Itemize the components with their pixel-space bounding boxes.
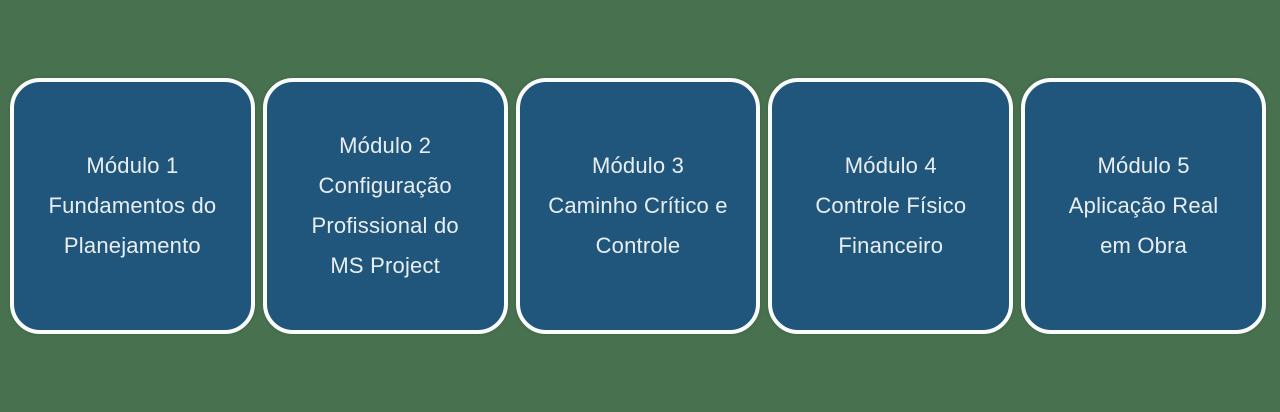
module-1-subtitle: Fundamentos do Planejamento	[48, 193, 217, 258]
module-card-4: Módulo 4 Controle Físico Financeiro	[768, 78, 1014, 334]
module-5-title: Módulo 5	[1097, 153, 1190, 178]
module-card-5: Módulo 5 Aplicação Real em Obra	[1021, 78, 1266, 334]
module-3-title: Módulo 3	[591, 153, 685, 178]
module-4-title: Módulo 4	[844, 153, 937, 178]
module-5-subtitle: Aplicação Real em Obra	[1068, 193, 1219, 258]
module-card-1: Módulo 1 Fundamentos do Planejamento	[10, 78, 255, 334]
module-3-subtitle: Caminho Crítico e Controle	[548, 193, 728, 258]
module-2-subtitle: Configuração Profissional do MS Project	[311, 173, 459, 278]
module-1-title: Módulo 1	[86, 153, 179, 178]
module-card-3: Módulo 3 Caminho Crítico e Controle	[515, 78, 761, 334]
module-4-subtitle: Controle Físico Financeiro	[815, 193, 967, 258]
module-card-row: Módulo 1 Fundamentos do Planejamento Mód…	[10, 78, 1266, 334]
module-2-title: Módulo 2	[339, 133, 432, 158]
module-card-2: Módulo 2 Configuração Profissional do MS…	[262, 78, 508, 334]
